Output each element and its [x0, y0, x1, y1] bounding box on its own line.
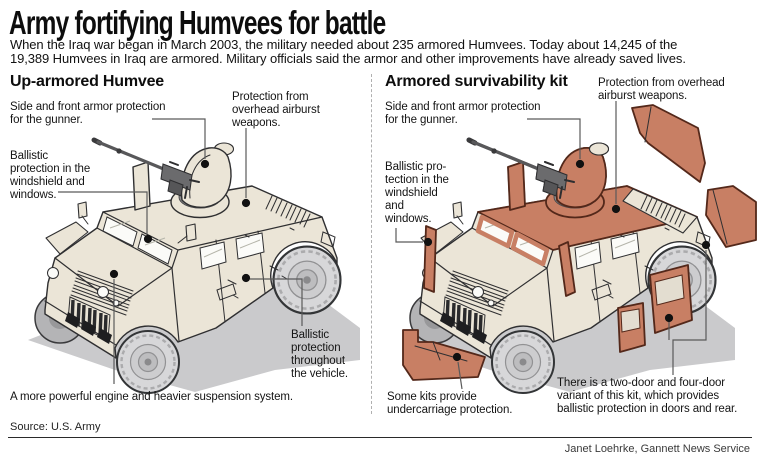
right-panel-title: Armored survivability kit: [385, 73, 568, 90]
callout-windshield-right: Ballistic pro- tection in the windshield…: [385, 161, 449, 225]
callout-doors-right: There is a two-door and four-door varian…: [557, 377, 738, 415]
callout-airburst-left: Protection from overhead airburst weapon…: [232, 91, 320, 129]
humvee-survivability-kit: [402, 104, 757, 393]
left-panel-title: Up-armored Humvee: [10, 73, 164, 90]
byline-credit: Janet Loehrke, Gannett News Service: [564, 443, 750, 455]
armor-kit-overlay: [402, 104, 757, 381]
rear-armor-panel-lower: [705, 185, 757, 248]
bottom-rule: [8, 437, 752, 438]
page-title: Army fortifying Humvees for battle: [9, 4, 386, 41]
skid-plate: [402, 329, 486, 381]
callout-vehicle-left: Ballistic protection throughout the vehi…: [291, 329, 348, 380]
panel-divider: [371, 74, 372, 414]
callout-windshield-left: Ballistic protection in the windshield a…: [10, 150, 91, 201]
callout-undercarriage-right: Some kits provide undercarriage protecti…: [387, 391, 513, 416]
rear-armor-panel-upper: [631, 104, 706, 183]
callout-airburst-right: Protection from overhead airburst weapon…: [598, 77, 725, 102]
intro-text: When the Iraq war began in March 2003, t…: [10, 37, 686, 66]
source-credit: Source: U.S. Army: [10, 421, 101, 433]
leader-lines: [58, 101, 711, 390]
callout-gunner-left: Side and front armor protection for the …: [10, 101, 166, 126]
callout-gunner-right: Side and front armor protection for the …: [385, 101, 541, 126]
windshield-armor-strip: [423, 225, 437, 293]
callout-engine-left: A more powerful engine and heavier suspe…: [10, 391, 294, 403]
